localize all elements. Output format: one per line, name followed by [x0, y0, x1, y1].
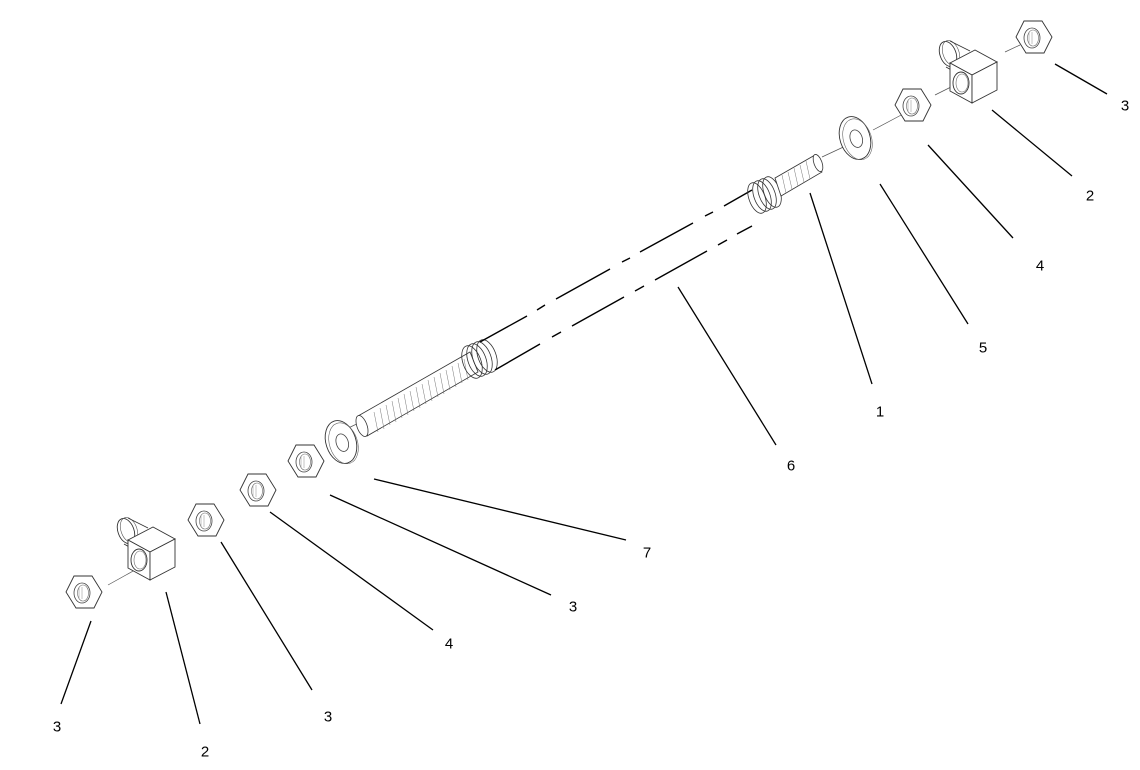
callout-label-nut-left-mid: 3 — [323, 708, 333, 726]
hex-nut-end-left — [65, 575, 103, 609]
hex-nut-left-mid — [239, 473, 277, 507]
callout-label-stud: 1 — [875, 403, 885, 421]
callout-label-nut-left-near: 3 — [568, 598, 578, 616]
callout-label-jam-nut-right: 4 — [1035, 257, 1045, 275]
jam-nut-right — [894, 88, 932, 122]
leader-lines — [60, 63, 1108, 725]
callout-label-jam-nut-left: 4 — [444, 635, 454, 653]
callout-label-elbow-right: 2 — [1085, 187, 1095, 205]
elbow-fitting-left — [113, 514, 176, 581]
hex-nut-left-far — [187, 503, 225, 537]
callout-label-nut-far-left: 3 — [52, 718, 62, 736]
callout-label-nut-top-right: 3 — [1120, 97, 1130, 115]
jam-nut-left-near — [287, 444, 325, 478]
callout-label-washer-right: 5 — [978, 339, 988, 357]
callout-label-rod: 6 — [786, 457, 796, 475]
hex-nut-end-right — [1015, 20, 1053, 54]
callout-label-elbow-left: 2 — [200, 743, 210, 761]
callout-label-washer-left: 7 — [642, 544, 652, 562]
threaded-stud-right — [747, 154, 824, 214]
washer-right — [833, 111, 878, 165]
threaded-stud-left — [355, 339, 498, 437]
assembly-axis — [107, 44, 1021, 586]
rod-body — [479, 189, 753, 371]
elbow-fitting-right — [935, 37, 998, 104]
